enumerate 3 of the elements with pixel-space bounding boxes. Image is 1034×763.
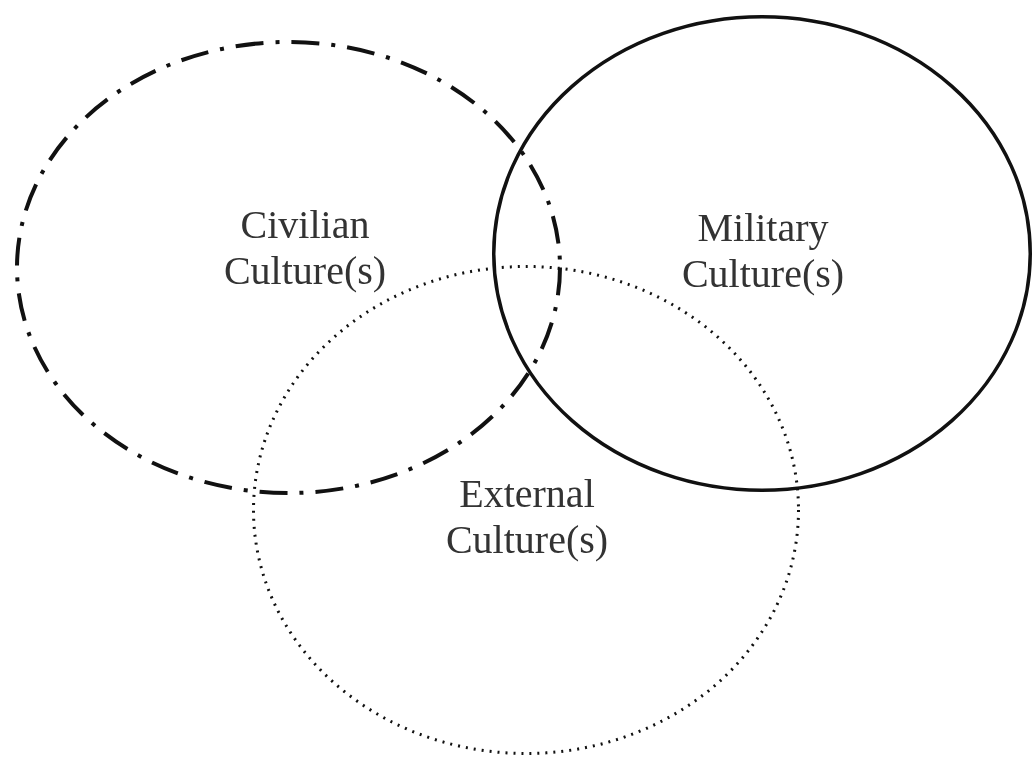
set-label: Military Culture(s) xyxy=(680,205,846,297)
set-label: Civilian Culture(s) xyxy=(222,202,388,294)
set-label: External Culture(s) xyxy=(444,471,610,563)
